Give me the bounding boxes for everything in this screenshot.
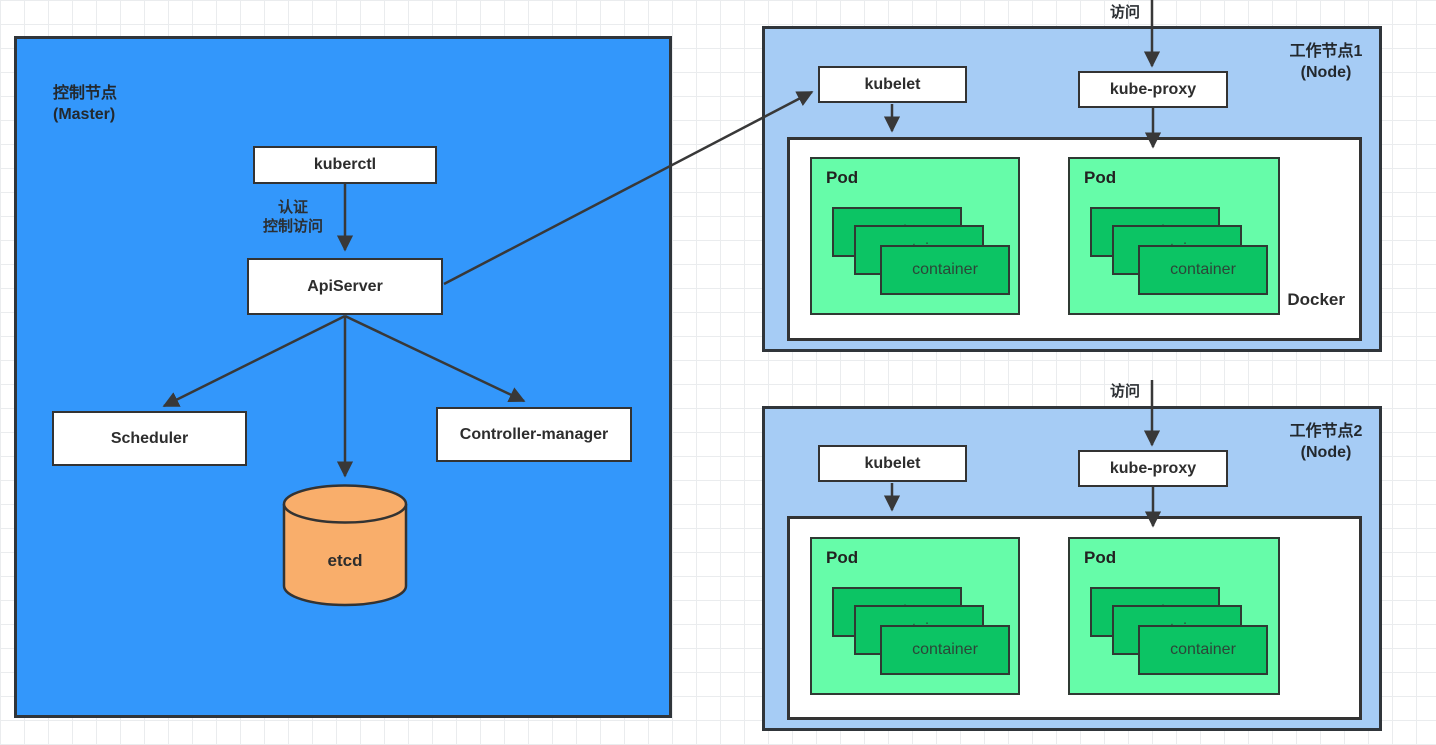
kuberctl-box: kuberctl — [253, 146, 437, 184]
auth-access-label: 认证 控制访问 — [240, 198, 346, 236]
container-box: container — [1138, 245, 1268, 295]
node2-title-line2: (Node) — [1300, 444, 1352, 461]
node2-title: 工作节点2 (Node) — [1261, 421, 1391, 463]
node2-pod1-label: Pod — [826, 548, 859, 567]
etcd-label: etcd — [327, 551, 363, 570]
master-title: 控制节点 (Master) — [53, 83, 117, 125]
node1-kubelet-label: kubelet — [864, 75, 921, 93]
node1-title: 工作节点1 (Node) — [1261, 41, 1391, 83]
node1-runtime-label: Docker — [1287, 290, 1345, 309]
node2-pod2: Pod container container container — [1068, 537, 1280, 695]
container-box: container — [880, 625, 1010, 675]
master-box: 控制节点 (Master) — [14, 36, 672, 718]
node2-pod1: Pod container container container — [810, 537, 1020, 695]
node1-access-label: 访问 — [1109, 4, 1140, 21]
node1-title-line2: (Node) — [1300, 64, 1352, 81]
apiserver-box: ApiServer — [247, 258, 443, 315]
container-box: container — [880, 245, 1010, 295]
auth-label-line2: 控制访问 — [262, 218, 323, 235]
node1-kube-proxy-box: kube-proxy — [1078, 71, 1228, 108]
node1-pod2-label: Pod — [1084, 168, 1117, 187]
node2-title-line1: 工作节点2 — [1289, 423, 1363, 440]
node1-pod2: Pod container container container — [1068, 157, 1280, 315]
node1-pod1: Pod container container container — [810, 157, 1020, 315]
container-box: container — [1138, 625, 1268, 675]
node1-pod1-label: Pod — [826, 168, 859, 187]
controller-manager-label: Controller-manager — [459, 425, 609, 443]
node1-kubelet-box: kubelet — [818, 66, 967, 103]
master-title-line1: 控制节点 — [53, 85, 118, 102]
node2-kube-proxy-box: kube-proxy — [1078, 450, 1228, 487]
controller-manager-box: Controller-manager — [436, 407, 632, 462]
etcd-cylinder: etcd — [281, 483, 409, 608]
node2-kube-proxy-label: kube-proxy — [1109, 459, 1197, 477]
node2-kubelet-box: kubelet — [818, 445, 967, 482]
node1-kube-proxy-label: kube-proxy — [1109, 80, 1197, 98]
node2-access-label: 访问 — [1109, 383, 1140, 400]
etcd-cylinder-shape — [282, 484, 408, 607]
master-title-line2: (Master) — [53, 106, 116, 123]
auth-label-line1: 认证 — [277, 199, 308, 216]
scheduler-label: Scheduler — [110, 429, 189, 447]
node1-title-line1: 工作节点1 — [1289, 43, 1363, 60]
node2-pod2-label: Pod — [1084, 548, 1117, 567]
scheduler-box: Scheduler — [52, 411, 247, 466]
node2-kubelet-label: kubelet — [864, 454, 921, 472]
apiserver-label: ApiServer — [307, 277, 383, 295]
kuberctl-label: kuberctl — [313, 156, 377, 173]
